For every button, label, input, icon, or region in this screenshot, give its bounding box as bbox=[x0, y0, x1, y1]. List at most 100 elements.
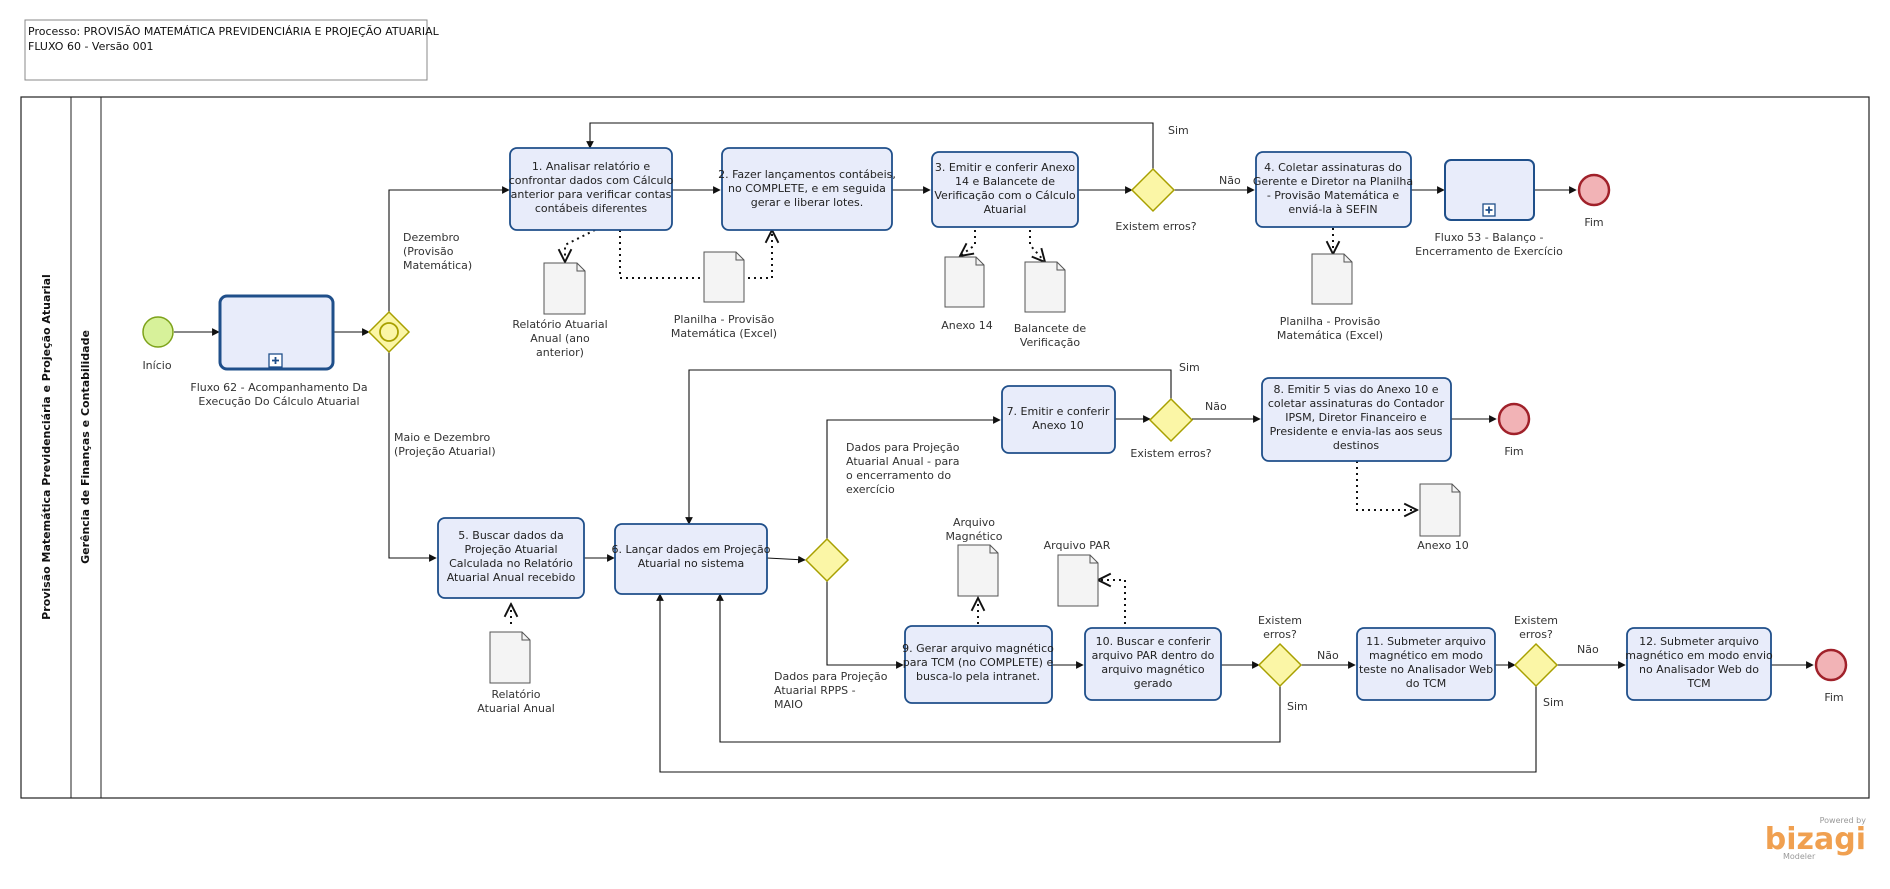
gateway-4[interactable]: Existem erros? bbox=[1257, 614, 1303, 688]
gateway-label: erros? bbox=[1519, 628, 1553, 641]
svg-text:10. Buscar e conferir: 10. Buscar e conferir bbox=[1096, 635, 1211, 648]
start-label: Início bbox=[142, 359, 171, 372]
pool-label: Provisão Matemática Previdenciária e Pro… bbox=[40, 274, 53, 620]
svg-text:11. Submeter arquivo: 11. Submeter arquivo bbox=[1366, 635, 1486, 648]
task-6[interactable]: 6. Lançar dados em Projeção Atuarial no … bbox=[611, 523, 771, 595]
task-5[interactable]: 5. Buscar dados da Projeção Atuarial Cal… bbox=[437, 517, 585, 599]
bizagi-branding: Powered by bizagi Modeler bbox=[1765, 816, 1866, 861]
task-1[interactable]: 1. Analisar relatório e confrontar dados… bbox=[509, 147, 674, 231]
document-anexo-14[interactable] bbox=[944, 256, 985, 308]
document-planilha-2[interactable] bbox=[1311, 253, 1353, 305]
task-10[interactable]: 10. Buscar e conferir arquivo PAR dentro… bbox=[1084, 627, 1222, 701]
gateway-5[interactable]: Existem erros? bbox=[1513, 614, 1559, 688]
svg-text:7. Emitir e conferir: 7. Emitir e conferir bbox=[1007, 405, 1110, 418]
start-event[interactable]: Início bbox=[142, 316, 174, 372]
end-event-1[interactable]: Fim bbox=[1577, 173, 1611, 229]
svg-text:busca-lo pela intranet.: busca-lo pela intranet. bbox=[916, 670, 1040, 683]
task-4[interactable]: 4. Coletar assinaturas do Gerente e Dire… bbox=[1253, 151, 1413, 228]
svg-text:8. Emitir 5 vias do Anexo 10 e: 8. Emitir 5 vias do Anexo 10 e bbox=[1273, 383, 1438, 396]
svg-text:do TCM: do TCM bbox=[1406, 677, 1446, 690]
expand-icon bbox=[1485, 206, 1493, 214]
document-label: Planilha - Provisão bbox=[1280, 315, 1381, 328]
end-event-3[interactable]: Fim bbox=[1814, 648, 1848, 704]
svg-text:Verificação com o Cálculo: Verificação com o Cálculo bbox=[934, 189, 1076, 202]
svg-text:gerado: gerado bbox=[1134, 677, 1173, 690]
document-label: Magnético bbox=[945, 530, 1002, 543]
document-arquivo-par[interactable] bbox=[1057, 554, 1099, 607]
svg-text:no COMPLETE, e em seguida: no COMPLETE, e em seguida bbox=[728, 182, 886, 195]
task-12[interactable]: 12. Submeter arquivo magnético em modo e… bbox=[1625, 627, 1773, 701]
flow-label-sim: Sim bbox=[1179, 361, 1200, 374]
gateway-inclusive[interactable] bbox=[367, 310, 411, 354]
svg-text:- Provisão Matemática e: - Provisão Matemática e bbox=[1267, 189, 1400, 202]
document-relatorio-anterior[interactable] bbox=[543, 262, 586, 315]
task-8[interactable]: 8. Emitir 5 vias do Anexo 10 e coletar a… bbox=[1261, 377, 1452, 462]
gateway-1[interactable]: Existem erros? bbox=[1115, 167, 1197, 233]
svg-text:Calculada no Relatório: Calculada no Relatório bbox=[449, 557, 573, 570]
svg-text:Presidente e envia-las aos seu: Presidente e envia-las aos seus bbox=[1270, 425, 1443, 438]
svg-text:Dezembro: Dezembro bbox=[403, 231, 460, 244]
svg-text:Maio e Dezembro: Maio e Dezembro bbox=[394, 431, 491, 444]
associations bbox=[511, 228, 1417, 624]
document-balancete[interactable] bbox=[1024, 261, 1066, 313]
document-relatorio-anual[interactable] bbox=[489, 631, 531, 684]
svg-text:Dados para Projeção: Dados para Projeção bbox=[774, 670, 888, 683]
flow-labels: Dezembro (Provisão Matemática) Maio e De… bbox=[394, 124, 1599, 713]
gateway-2[interactable] bbox=[804, 537, 850, 583]
subprocess-label-fluxo-53: Encerramento de Exercício bbox=[1415, 245, 1563, 258]
document-label: anterior) bbox=[536, 346, 584, 359]
document-label: Relatório bbox=[491, 688, 540, 701]
svg-text:Projeção Atuarial: Projeção Atuarial bbox=[464, 543, 557, 556]
task-9[interactable]: 9. Gerar arquivo magnético para TCM (no … bbox=[902, 625, 1054, 704]
document-arquivo-magnetico[interactable] bbox=[957, 544, 999, 597]
subprocess-label-fluxo-62: Execução Do Cálculo Atuarial bbox=[198, 395, 359, 408]
subprocess-label-fluxo-62: Fluxo 62 - Acompanhamento Da bbox=[190, 381, 367, 394]
subprocess-fluxo-53[interactable]: Fluxo 53 - Balanço - Encerramento de Exe… bbox=[1415, 159, 1563, 258]
svg-text:Atuarial Anual recebido: Atuarial Anual recebido bbox=[447, 571, 576, 584]
svg-text:gerar e liberar lotes.: gerar e liberar lotes. bbox=[751, 196, 864, 209]
svg-text:coletar assinaturas do Contado: coletar assinaturas do Contador bbox=[1268, 397, 1445, 410]
gateway-label: Existem bbox=[1258, 614, 1302, 627]
svg-text:4. Coletar assinaturas do: 4. Coletar assinaturas do bbox=[1264, 161, 1402, 174]
flow-label-nao: Não bbox=[1205, 400, 1227, 413]
flow-label-sim: Sim bbox=[1543, 696, 1564, 709]
document-label: Matemática (Excel) bbox=[1277, 329, 1383, 342]
document-label: Matemática (Excel) bbox=[671, 327, 777, 340]
gateway-3[interactable]: Existem erros? bbox=[1130, 397, 1212, 460]
svg-text:Dados para Projeção: Dados para Projeção bbox=[846, 441, 960, 454]
svg-text:anterior para verificar contas: anterior para verificar contas bbox=[511, 188, 672, 201]
svg-text:no Analisador Web do: no Analisador Web do bbox=[1639, 663, 1759, 676]
svg-text:12. Submeter arquivo: 12. Submeter arquivo bbox=[1639, 635, 1759, 648]
document-anexo-10[interactable] bbox=[1419, 483, 1461, 537]
document-planilha-1[interactable] bbox=[703, 251, 745, 303]
task-7[interactable]: 7. Emitir e conferir Anexo 10 bbox=[1001, 385, 1116, 454]
lane-label: Gerência de Finanças e Contabilidade bbox=[79, 330, 92, 564]
svg-text:3. Emitir e conferir Anexo: 3. Emitir e conferir Anexo bbox=[935, 161, 1076, 174]
subprocess-label-fluxo-53: Fluxo 53 - Balanço - bbox=[1434, 231, 1543, 244]
svg-text:14 e Balancete de: 14 e Balancete de bbox=[955, 175, 1055, 188]
svg-text:confrontar dados com Cálculo: confrontar dados com Cálculo bbox=[509, 174, 674, 187]
task-2[interactable]: 2. Fazer lançamentos contábeis, no COMPL… bbox=[718, 147, 896, 231]
process-header: Processo: PROVISÃO MATEMÁTICA PREVIDENCI… bbox=[24, 19, 440, 81]
svg-text:TCM: TCM bbox=[1686, 677, 1710, 690]
svg-text:5. Buscar dados da: 5. Buscar dados da bbox=[458, 529, 563, 542]
svg-text:1. Analisar relatório e: 1. Analisar relatório e bbox=[532, 160, 651, 173]
svg-text:(Provisão: (Provisão bbox=[403, 245, 454, 258]
gateway-label: Existem erros? bbox=[1115, 220, 1196, 233]
end-event-2[interactable]: Fim bbox=[1497, 402, 1531, 458]
flow-label-nao: Não bbox=[1317, 649, 1339, 662]
svg-text:enviá-la à SEFIN: enviá-la à SEFIN bbox=[1288, 203, 1377, 216]
powered-by-label: Powered by bbox=[1820, 816, 1867, 825]
task-11[interactable]: 11. Submeter arquivo magnético em modo t… bbox=[1356, 627, 1496, 701]
end-label-3: Fim bbox=[1824, 691, 1843, 704]
task-3[interactable]: 3. Emitir e conferir Anexo 14 e Balancet… bbox=[931, 151, 1079, 228]
svg-text:Atuarial no sistema: Atuarial no sistema bbox=[638, 557, 744, 570]
modeler-label: Modeler bbox=[1783, 852, 1816, 861]
end-label-2: Fim bbox=[1504, 445, 1523, 458]
subprocess-fluxo-62[interactable]: Fluxo 62 - Acompanhamento Da Execução Do… bbox=[190, 294, 368, 408]
expand-icon bbox=[272, 357, 279, 364]
document-label: Planilha - Provisão bbox=[674, 313, 775, 326]
svg-text:MAIO: MAIO bbox=[774, 698, 803, 711]
document-label: Atuarial Anual bbox=[477, 702, 555, 715]
svg-text:contábeis diferentes: contábeis diferentes bbox=[535, 202, 648, 215]
